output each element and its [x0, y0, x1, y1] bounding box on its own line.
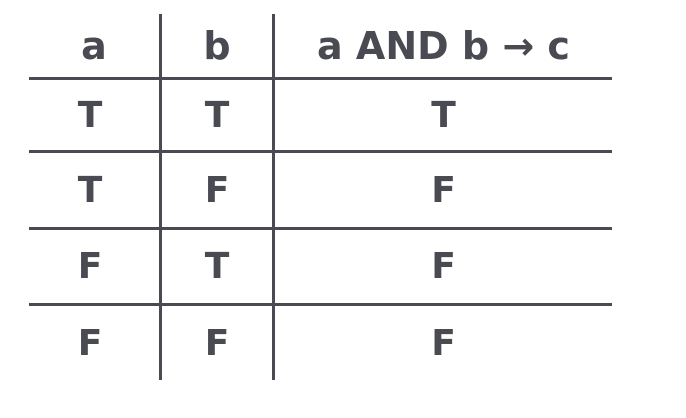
table-cell: F [431, 322, 456, 364]
row-divider-2 [29, 227, 612, 230]
header-cell-b: b [203, 23, 231, 68]
table-cell: F [431, 169, 456, 211]
row-divider-1 [29, 150, 612, 153]
header-cell-result: a AND b → c [317, 23, 570, 68]
table-cell: F [204, 169, 230, 211]
table-cell: T [77, 169, 103, 211]
table-cell: T [204, 246, 230, 287]
column-divider-1 [159, 14, 162, 380]
table-cell: F [431, 246, 456, 287]
column-divider-2 [272, 14, 275, 380]
table-cell: F [204, 322, 230, 364]
table-cell: F [77, 322, 103, 364]
table-cell: F [77, 246, 103, 287]
header-cell-a: a [81, 23, 107, 68]
table-cell: T [204, 94, 230, 136]
header-divider [29, 77, 612, 80]
table-cell: T [77, 94, 103, 136]
table-cell: T [431, 94, 456, 136]
row-divider-3 [29, 303, 612, 306]
truth-table: a b a AND b → c T T T T F F F T F F F F [29, 14, 612, 380]
